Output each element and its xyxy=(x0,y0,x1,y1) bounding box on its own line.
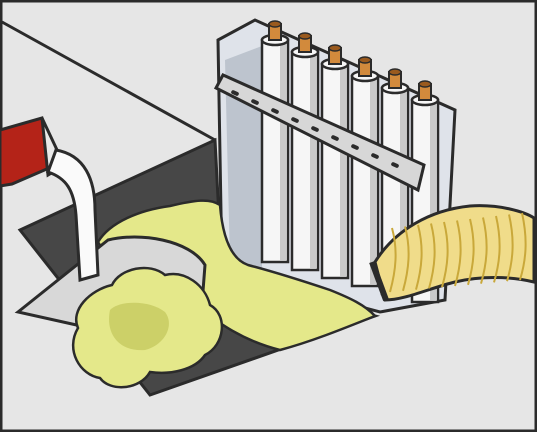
strap-slot xyxy=(371,153,379,159)
pipes-group xyxy=(260,20,440,304)
caulk-gun-icon xyxy=(0,116,100,282)
hose-rib xyxy=(415,224,423,290)
strap-slot xyxy=(391,162,399,168)
hose-rib xyxy=(454,220,462,287)
metal-strap-icon xyxy=(213,73,426,193)
hose-rib xyxy=(389,227,397,293)
floor-edge-line xyxy=(1,20,216,142)
hose-rib xyxy=(441,221,449,288)
hose-rib xyxy=(493,215,501,283)
hose-rib xyxy=(402,226,410,292)
hose-rib xyxy=(428,223,436,289)
strap-slot xyxy=(331,135,339,141)
insulated-pipe xyxy=(290,32,320,272)
strap-slot xyxy=(311,126,319,132)
insulated-pipe xyxy=(320,44,350,280)
insulated-pipe xyxy=(350,56,380,288)
insulated-pipe xyxy=(260,20,290,264)
hose-rib xyxy=(480,217,488,284)
hose-rib xyxy=(467,218,475,286)
strap-slot xyxy=(291,117,299,123)
strap-slot xyxy=(351,144,359,150)
foam-blob xyxy=(71,266,224,389)
hose-rib xyxy=(519,212,527,281)
strap-slot xyxy=(251,99,259,105)
strap-slot xyxy=(231,90,239,96)
strap-slot xyxy=(271,108,279,114)
hose-rib xyxy=(506,214,514,282)
spray-hose-icon xyxy=(369,204,536,302)
